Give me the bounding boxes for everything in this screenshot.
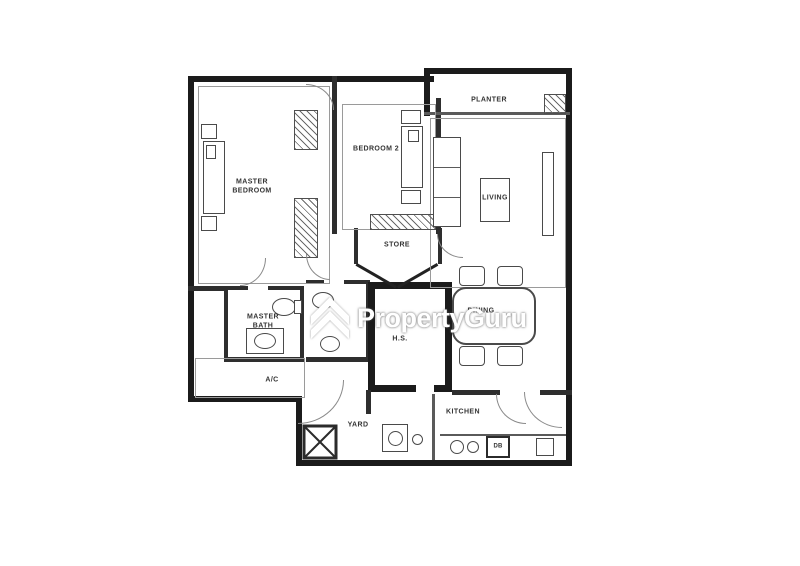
room-label-planter: PLANTER <box>471 96 507 104</box>
wall <box>424 68 572 74</box>
room-label-store: STORE <box>384 241 410 249</box>
room-label-household-shelter: H.S. <box>392 335 408 343</box>
wall-hs <box>445 282 452 392</box>
room-label-db: DB <box>493 443 503 450</box>
wall <box>354 228 358 264</box>
room-outline-master-bedroom <box>198 86 330 284</box>
nightstand <box>401 190 421 204</box>
wall <box>224 286 228 362</box>
propertyguru-logo-icon <box>311 297 349 339</box>
dining-table <box>452 287 536 345</box>
ac-ledge-outline <box>195 358 305 398</box>
dining-chair <box>497 266 523 286</box>
room-label-living: LIVING <box>482 194 508 202</box>
wall <box>366 390 371 414</box>
propertyguru-watermark: PropertyGuru <box>310 296 527 340</box>
room-label-dining: DINING <box>467 307 495 315</box>
wall <box>296 400 302 462</box>
kitchen-counter-edge <box>440 434 566 436</box>
yard-sink <box>412 434 423 445</box>
kitchen-sink <box>450 440 464 454</box>
tv-console <box>542 152 554 236</box>
wall <box>188 76 194 402</box>
nightstand <box>201 216 217 231</box>
bed-master <box>203 141 225 214</box>
wall-hs <box>368 385 416 392</box>
washer-drum <box>388 431 403 446</box>
shaft-x-icon <box>302 424 338 460</box>
wall-hs <box>368 282 452 289</box>
sofa-cushion-line <box>434 197 460 198</box>
wall <box>296 460 572 466</box>
wall <box>566 68 572 466</box>
nightstand <box>201 124 217 139</box>
wall <box>332 76 337 234</box>
toilet-tank <box>294 300 302 314</box>
wall <box>268 286 304 290</box>
pillow <box>408 130 419 142</box>
door-arc-entry <box>524 392 562 428</box>
propertyguru-wordmark: PropertyGuru <box>357 302 527 333</box>
wall-hs <box>368 282 375 392</box>
dining-chair <box>497 346 523 366</box>
wall <box>188 76 434 82</box>
sofa <box>433 137 461 227</box>
wardrobe-hatch <box>370 214 436 230</box>
wall <box>188 286 228 291</box>
room-label-master-bedroom: MASTER BEDROOM <box>232 178 272 194</box>
planter-box-hatch <box>544 94 566 114</box>
wall-hs <box>434 385 452 392</box>
dining-chair <box>459 346 485 366</box>
pillow <box>206 145 216 159</box>
room-label-kitchen: KITCHEN <box>446 408 480 416</box>
wall-planter-edge <box>424 112 570 115</box>
coffee-table <box>480 178 510 222</box>
room-label-ac-ledge: A/C <box>265 376 279 384</box>
wardrobe-hatch <box>294 110 318 150</box>
wall <box>300 286 304 362</box>
wardrobe-hatch <box>294 198 318 258</box>
door-arc-kitchen <box>496 394 526 424</box>
wall <box>306 280 324 284</box>
wall <box>188 396 302 402</box>
wall <box>224 286 248 290</box>
db-box <box>486 436 510 458</box>
wall <box>432 394 435 460</box>
kitchen-sink <box>467 441 479 453</box>
room-label-bedroom2: BEDROOM 2 <box>353 145 399 153</box>
sink-basin <box>320 336 340 352</box>
wall <box>424 68 430 116</box>
room-label-master-bath: MASTER BATH <box>247 313 279 329</box>
nightstand <box>401 110 421 124</box>
wall <box>344 280 370 284</box>
dining-chair <box>459 266 485 286</box>
sink-basin <box>254 333 276 349</box>
stove-icon <box>536 438 554 456</box>
wall <box>452 390 500 395</box>
wall <box>306 357 370 362</box>
sofa-cushion-line <box>434 167 460 168</box>
room-label-yard: YARD <box>347 421 369 429</box>
wall <box>224 357 304 362</box>
